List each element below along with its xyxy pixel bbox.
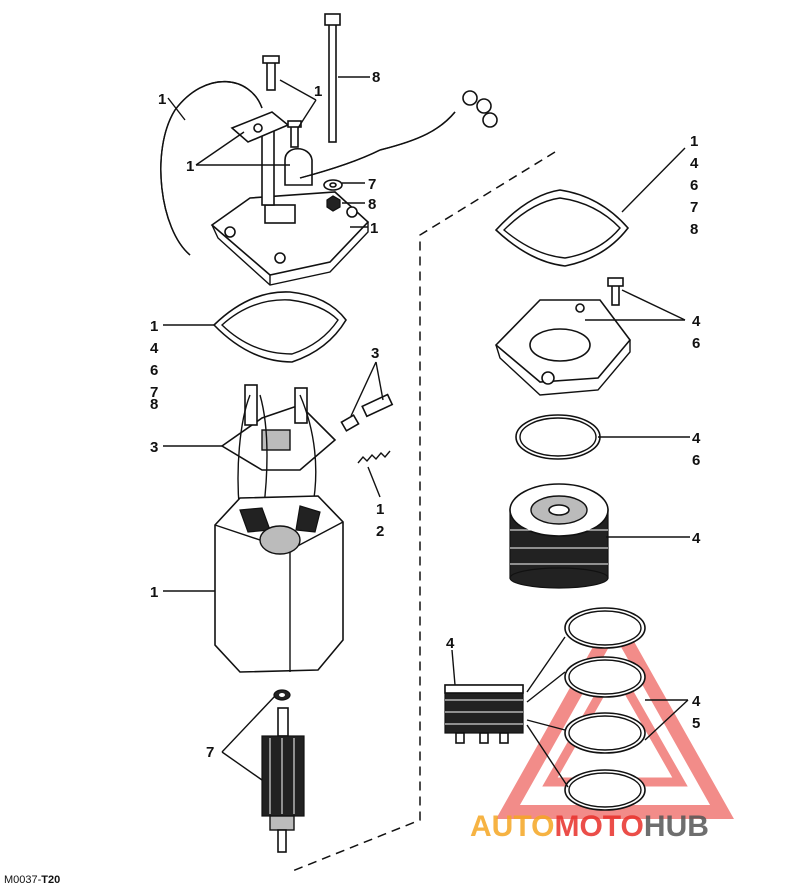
end-cap xyxy=(494,277,632,396)
callout-numbers: 1 1 8 1 7 8 1 1 4 6 7 8 1 4 6 7 8 3 3 1 … xyxy=(150,69,701,761)
figure-code: M0037-T20 xyxy=(4,874,60,886)
callout-hose: 1 xyxy=(158,91,166,108)
callout-spring-2: 2 xyxy=(376,523,384,540)
brush-block xyxy=(340,414,360,432)
callout-left-gasket-5: 8 xyxy=(150,396,158,413)
seal-rings xyxy=(564,607,646,811)
callout-end-cap-2: 6 xyxy=(692,335,700,352)
motor-frame xyxy=(214,495,344,673)
callout-left-gasket-3: 6 xyxy=(150,362,158,379)
callout-clamp: 1 xyxy=(186,158,194,175)
callout-armature: 7 xyxy=(206,744,214,761)
callout-brush-plate: 3 xyxy=(150,439,158,456)
callout-screws: 1 xyxy=(314,83,322,100)
watermark-auto: AUTO xyxy=(470,810,554,843)
leader-lines xyxy=(163,76,690,788)
svg-text:AUTOMOTOHUB: AUTOMOTOHUB xyxy=(470,810,709,843)
watermark-moto: MOTO xyxy=(554,810,643,843)
callout-pump: 4 xyxy=(692,530,701,547)
armature xyxy=(261,689,305,853)
callout-rings-1: 4 xyxy=(692,693,701,710)
callout-right-gasket-3: 6 xyxy=(690,177,698,194)
callout-nut: 8 xyxy=(368,196,376,213)
gasket-right xyxy=(494,189,630,267)
watermark-hub: HUB xyxy=(644,810,709,843)
callout-right-gasket-4: 7 xyxy=(690,199,698,216)
callout-frame: 1 xyxy=(150,584,158,601)
callout-end-cap-1: 4 xyxy=(692,313,701,330)
screw-top xyxy=(266,59,276,91)
valve-block xyxy=(444,684,524,744)
callout-brush-parts: 3 xyxy=(371,345,379,362)
callout-left-gasket-2: 4 xyxy=(150,340,159,357)
screw-side xyxy=(290,124,299,148)
callout-right-gasket-2: 4 xyxy=(690,155,699,172)
brush-spring xyxy=(357,450,391,464)
gasket-left xyxy=(212,291,347,363)
pump-body xyxy=(509,483,609,589)
callout-cover: 1 xyxy=(370,220,378,237)
callout-through-bolt: 8 xyxy=(372,69,380,86)
callout-right-gasket-1: 1 xyxy=(690,133,698,150)
o-ring xyxy=(515,414,601,460)
assembly-dashed-line xyxy=(289,151,556,873)
brush-sleeve xyxy=(361,393,394,418)
callout-rings-2: 5 xyxy=(692,715,700,732)
callout-washer: 7 xyxy=(368,176,376,193)
nut xyxy=(326,195,341,212)
end-cap-bolt xyxy=(611,284,620,306)
wire-clamp xyxy=(284,147,313,186)
callout-valve: 4 xyxy=(446,635,455,652)
top-cover-assembly xyxy=(160,13,498,286)
callout-right-gasket-5: 8 xyxy=(690,221,698,238)
callout-left-gasket-1: 1 xyxy=(150,318,158,335)
watermark-text: AUTOMOTOHUB xyxy=(470,810,709,843)
through-bolt xyxy=(328,23,337,143)
callout-spring-1: 1 xyxy=(376,501,384,518)
callout-o-ring-1: 4 xyxy=(692,430,701,447)
callout-left-gasket-4: 7 xyxy=(150,384,158,401)
callout-o-ring-2: 6 xyxy=(692,452,700,469)
